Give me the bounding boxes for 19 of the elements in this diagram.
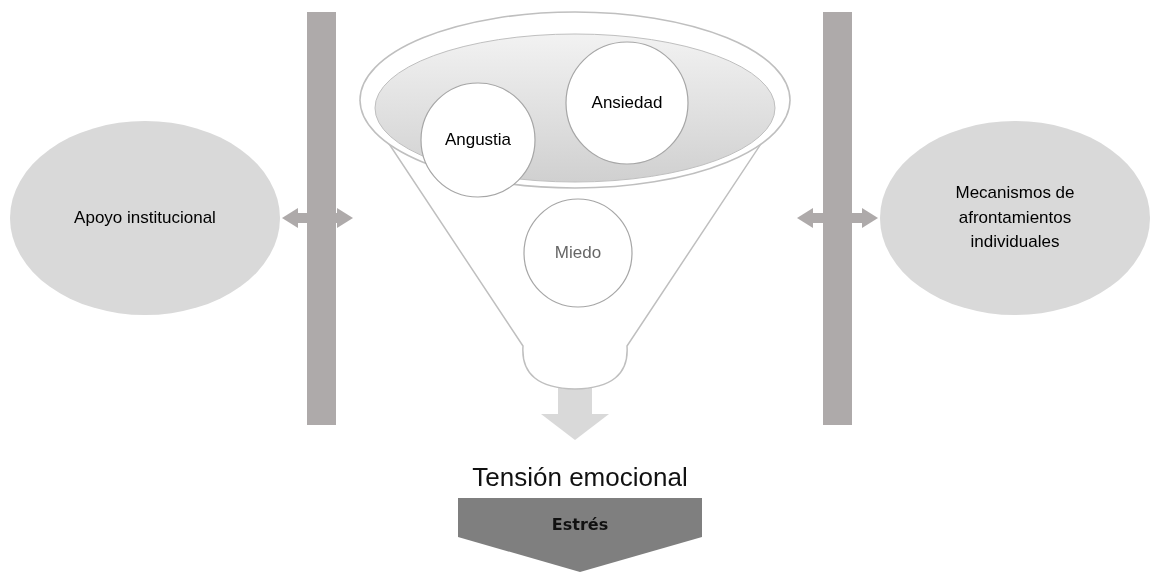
block-arrow — [541, 388, 609, 440]
arrow — [336, 208, 353, 228]
circle-node — [420, 82, 536, 198]
ellipse-node — [10, 121, 280, 315]
arrow — [282, 208, 307, 228]
chevron-label: Estrés — [550, 513, 610, 536]
node-label: Angustia — [444, 128, 512, 151]
barrier-bar — [823, 12, 852, 425]
ellipse-node — [880, 121, 1150, 315]
node-label: Apoyo institucional — [74, 206, 216, 229]
circle-node — [523, 198, 633, 308]
heading-text: Tensión emocional — [471, 460, 689, 494]
arrow — [852, 208, 878, 228]
node-label: Ansiedad — [591, 91, 663, 114]
node-label: Miedo — [554, 241, 602, 264]
circle-node — [565, 41, 689, 165]
barrier-bar — [307, 12, 336, 425]
node-label: Mecanismos de afrontamientos individuales — [954, 182, 1076, 254]
arrow — [797, 208, 823, 228]
